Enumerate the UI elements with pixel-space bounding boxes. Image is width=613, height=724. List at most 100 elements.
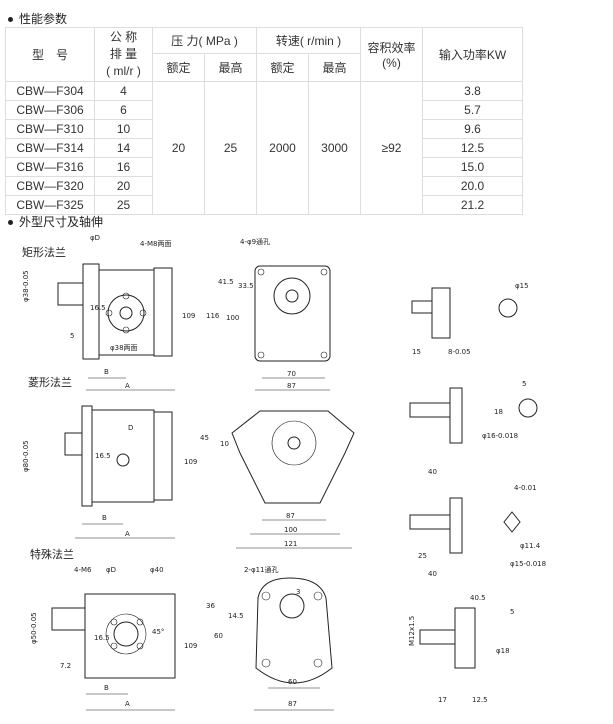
displacement-cell: 10: [94, 119, 153, 139]
dimension-label: 45°: [152, 628, 164, 636]
dimension-label: 60: [288, 678, 297, 686]
dimension-label: ( ml/r ): [106, 64, 141, 78]
dimension-label: 40: [428, 468, 437, 476]
bullet-icon: [8, 17, 13, 23]
drawing-title: 菱形法兰: [28, 375, 72, 389]
diamond-flange-drawing: 菱形法兰 φ80-0.05 16.5 D 109 B A 45 10 87 10…: [22, 375, 355, 549]
dimension-label: φ11.4: [520, 542, 541, 550]
dimension-label: 17: [438, 696, 447, 704]
power-cell: 5.7: [422, 100, 523, 120]
dimension-label: 87: [286, 512, 295, 520]
section-title: 性能参数: [19, 12, 68, 26]
displacement-cell: 6: [94, 100, 153, 120]
performance-table: 型 号 公 称排 量( ml/r ) 压 力( MPa ) 转速( r/min …: [5, 27, 523, 215]
dimension-label: 4-0.01: [514, 484, 537, 492]
dimension-label: 109: [182, 312, 195, 320]
dimension-label: 36: [206, 602, 215, 610]
dimension-label: φ18: [496, 647, 510, 655]
dimension-label: 16.5: [95, 452, 111, 460]
dimension-label: 排 量: [109, 47, 138, 61]
dimension-label: 41.5: [218, 278, 234, 286]
dimension-label: 5: [510, 608, 514, 616]
dimension-label: 33.5: [238, 282, 254, 290]
dimension-label: 87: [288, 700, 297, 708]
displacement-cell: 4: [94, 81, 153, 101]
header-displacement: 公 称排 量 ( ml/r ): [94, 27, 153, 82]
speed-rated-cell: 2000: [256, 81, 309, 215]
section-performance: 性能参数: [8, 10, 67, 27]
dimension-label: 16.5: [90, 304, 106, 312]
dimension-label: 14.5: [228, 612, 244, 620]
dimension-label: 2-φ11通孔: [244, 565, 279, 574]
dimension-label: 4-M6: [74, 566, 92, 574]
dimension-label: 3: [296, 588, 300, 596]
power-cell: 3.8: [422, 81, 523, 101]
efficiency-cell: ≥92: [360, 81, 423, 215]
dimension-label: D: [128, 424, 133, 432]
displacement-cell: 25: [94, 195, 153, 215]
header-speed-max: 最高: [308, 53, 361, 82]
header-efficiency: 容积效率(%): [360, 27, 423, 82]
special-flange-drawing: 特殊法兰 4-M6 φD φ40 φ50-0.05 16.5 45° 109 7…: [30, 547, 334, 711]
speed-max-cell: 3000: [308, 81, 361, 215]
dimension-label: φ40: [150, 566, 164, 574]
dimension-label: A: [125, 700, 130, 708]
dimension-label: 16.5: [94, 634, 110, 642]
section-title: 外型尺寸及轴伸: [19, 215, 104, 229]
dimension-label: 10: [220, 440, 229, 448]
displacement-cell: 20: [94, 176, 153, 196]
drawing-title: 矩形法兰: [22, 245, 66, 259]
power-cell: 15.0: [422, 157, 523, 177]
rect-flange-drawing: 矩形法兰 φD 4-M8两面 φ38-0.05 16.5 5 109 φ38两面…: [22, 234, 331, 391]
displacement-cell: 14: [94, 138, 153, 158]
header-model: 型 号: [5, 27, 95, 82]
header-pressure-rated: 额定: [152, 53, 205, 82]
dimension-label: 5: [522, 380, 526, 388]
dimension-label: 4-φ9通孔: [240, 237, 270, 246]
drawing-title: 特殊法兰: [30, 547, 74, 561]
dimension-label: 70: [287, 370, 296, 378]
dimension-label: 18: [494, 408, 503, 416]
header-power: 输入功率KW: [422, 27, 523, 82]
power-cell: 12.5: [422, 138, 523, 158]
header-speed: 转速( r/min ): [256, 27, 361, 54]
dimension-label: φD: [106, 566, 116, 574]
dimension-label: φ15: [515, 282, 529, 290]
dimension-label: 100: [284, 526, 297, 534]
dimension-label: φ80-0.05: [22, 440, 30, 472]
dimension-label: φ50-0.05: [30, 612, 38, 644]
model-cell: CBW—F320: [5, 176, 95, 196]
shaft-drawings: φ15 15 8-0.05 5 18 φ16-0.018 40 4-0.01 φ…: [408, 282, 546, 704]
model-cell: CBW—F314: [5, 138, 95, 158]
model-cell: CBW—F310: [5, 119, 95, 139]
dimension-label: φ16-0.018: [482, 432, 518, 440]
dimension-label: 公 称: [109, 30, 138, 44]
model-cell: CBW—F325: [5, 195, 95, 215]
dimension-label: B: [104, 684, 109, 692]
dimension-label: φ38-0.05: [22, 270, 30, 302]
dimension-label: 12.5: [472, 696, 488, 704]
dimension-label: M12x1.5: [408, 616, 416, 646]
dimension-label: φ38两面: [110, 344, 138, 352]
dimension-label: A: [125, 382, 130, 390]
header-speed-rated: 额定: [256, 53, 309, 82]
dimension-label: 121: [284, 540, 297, 548]
power-cell: 20.0: [422, 176, 523, 196]
dimension-label: A: [125, 530, 130, 538]
dimension-label: 116: [206, 312, 220, 320]
power-cell: 9.6: [422, 119, 523, 139]
dimension-label: 109: [184, 458, 197, 466]
model-cell: CBW—F306: [5, 100, 95, 120]
dimension-label: B: [102, 514, 107, 522]
dimension-label: 40: [428, 570, 437, 578]
dimension-label: 45: [200, 434, 209, 442]
dimension-label: 15: [412, 348, 421, 356]
dimension-label: 109: [184, 642, 197, 650]
dimension-label: φD: [90, 234, 100, 242]
displacement-cell: 16: [94, 157, 153, 177]
